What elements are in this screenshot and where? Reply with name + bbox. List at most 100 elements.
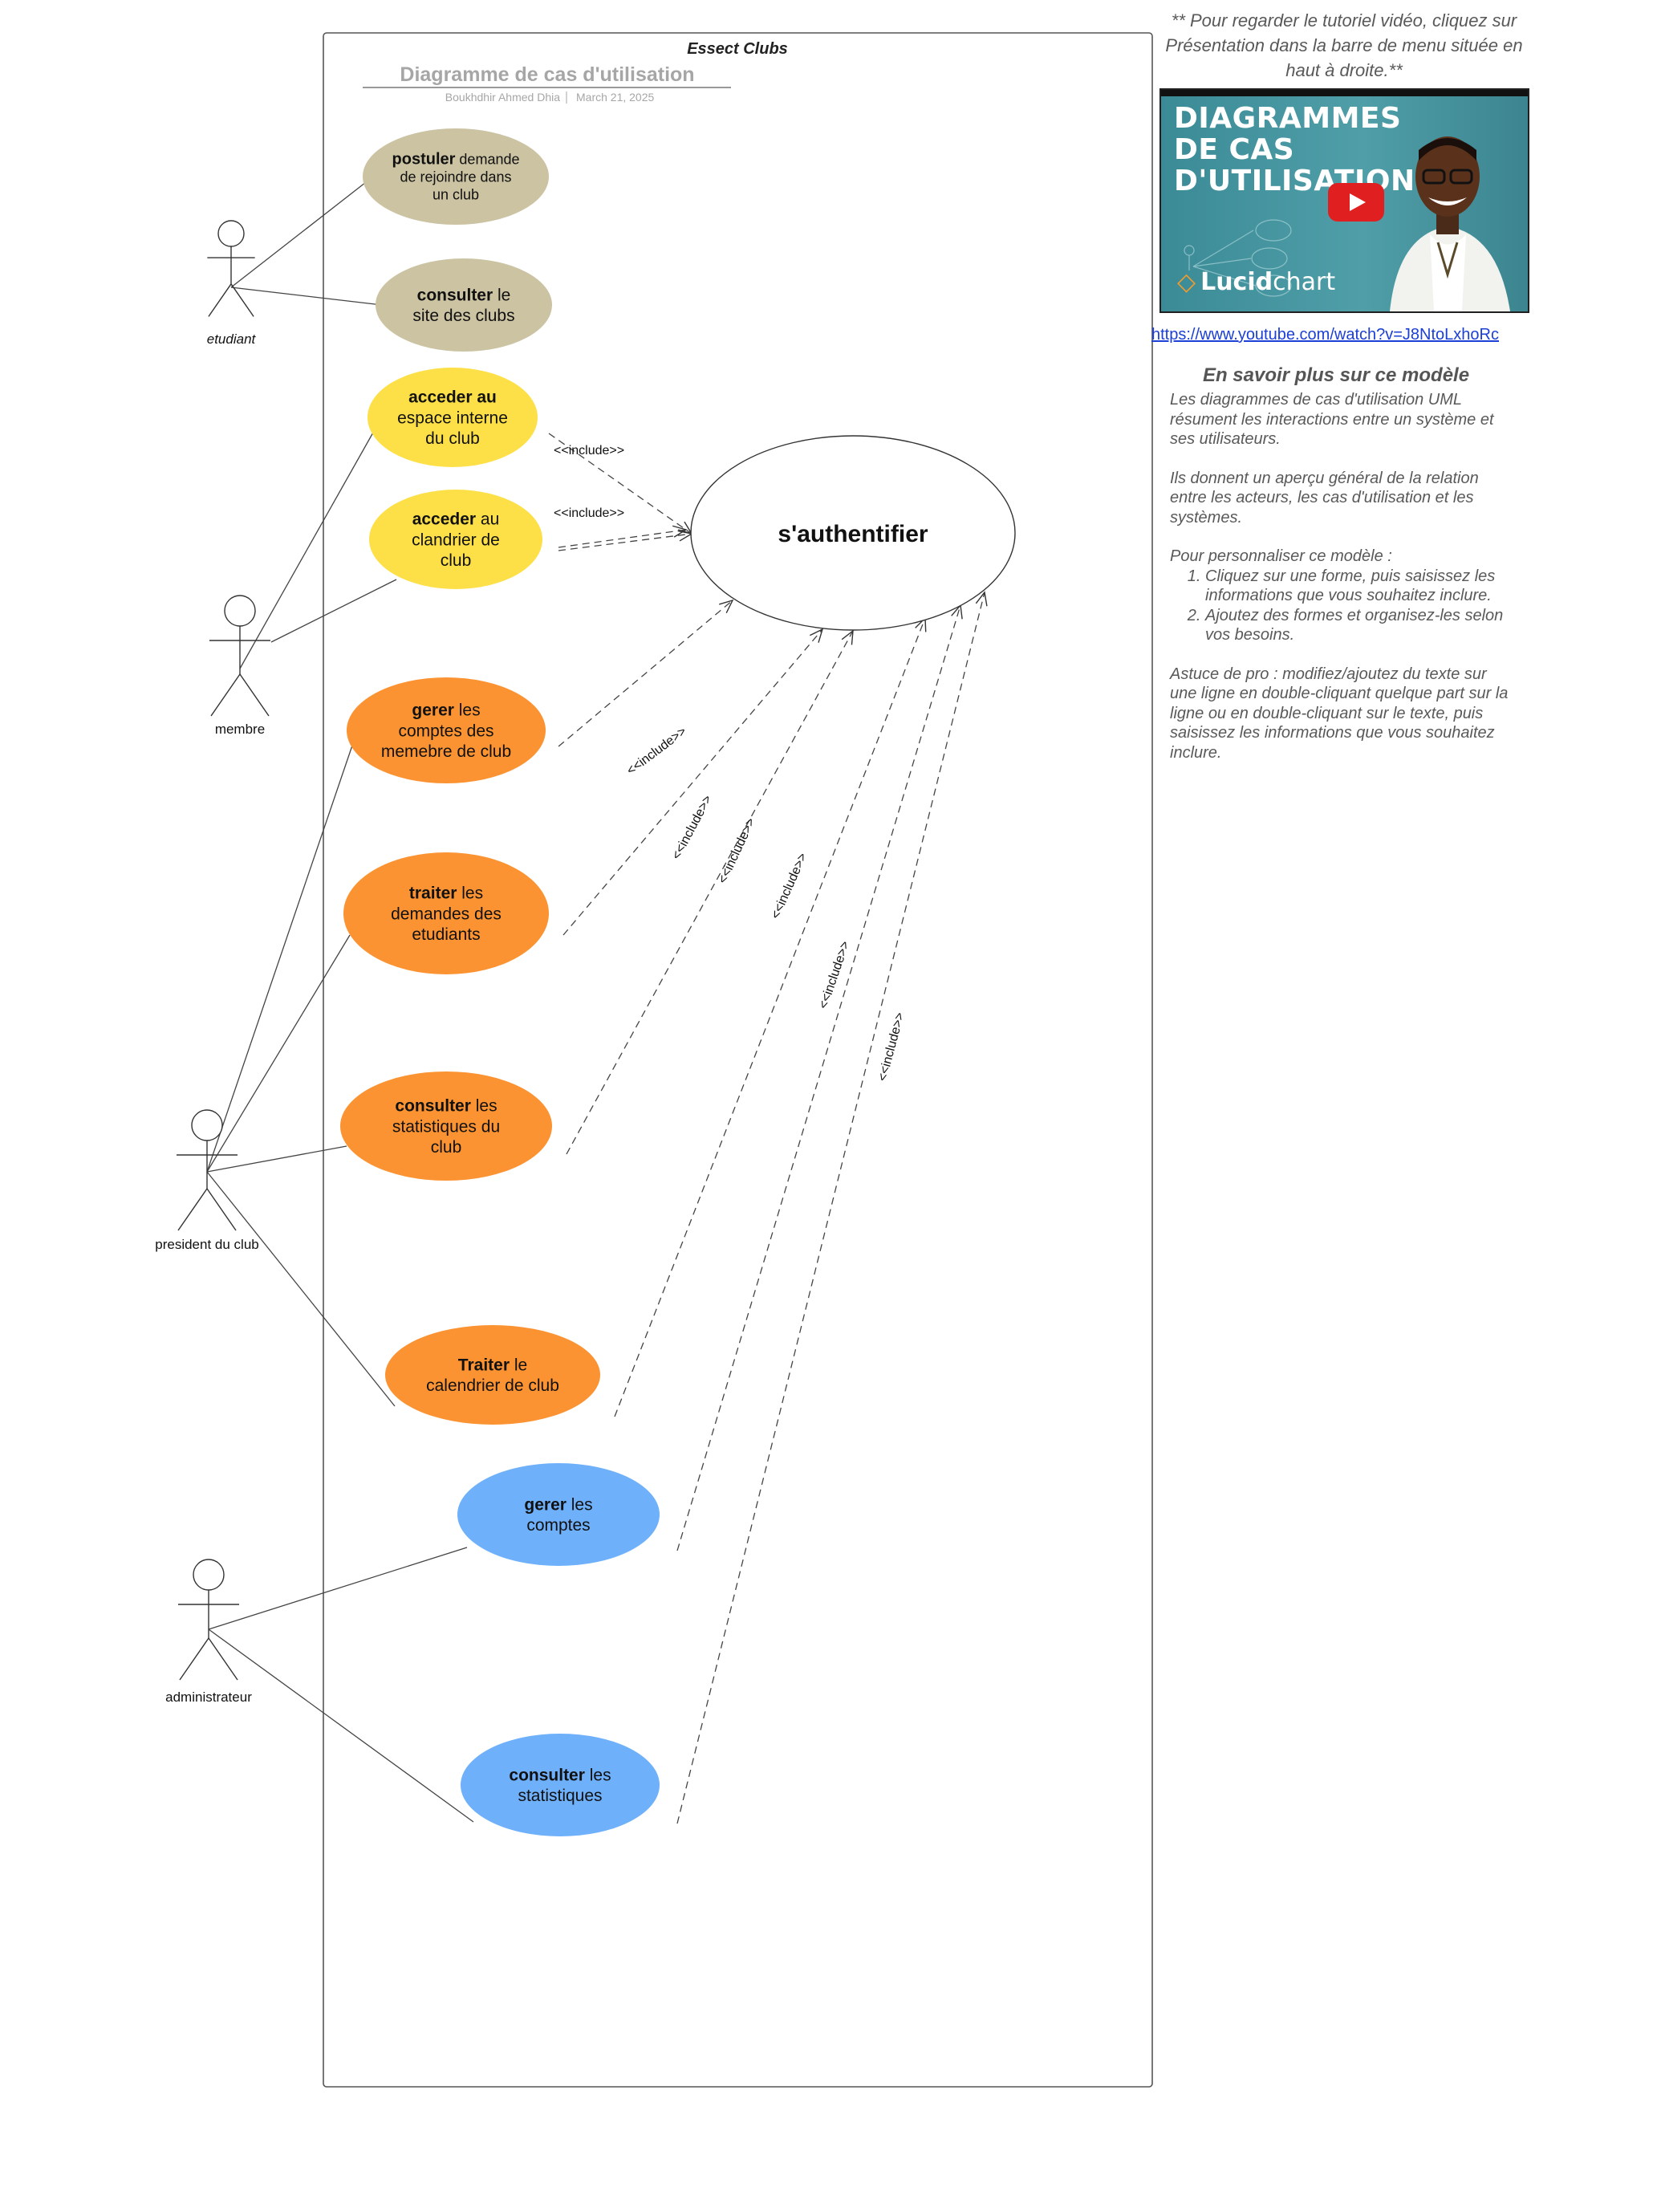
assoc-president-consulter-stats-club: [206, 1145, 347, 1173]
assoc-membre-acceder-espace: [239, 425, 378, 669]
include-label: <<include>>: [716, 816, 758, 886]
actor-stroke: [230, 283, 254, 317]
step-item: Cliquez sur une forme, puis saisissez le…: [1205, 567, 1515, 606]
actor-admin[interactable]: administrateur: [165, 1559, 252, 1705]
youtube-play-icon[interactable]: [1328, 183, 1384, 222]
usecase-label-line: demandes des: [391, 905, 502, 923]
about-paragraph: Les diagrammes de cas d'utilisation UML …: [1170, 391, 1494, 448]
usecase-shape: [461, 1734, 660, 1836]
include-label: <<include>>: [817, 939, 853, 1010]
usecase-label-line: un club: [433, 186, 479, 202]
actor-label: etudiant: [207, 331, 257, 347]
usecase-shape: [347, 677, 546, 783]
system-boundary[interactable]: [323, 32, 1153, 2088]
assoc-president-traiter-demandes: [206, 934, 351, 1173]
actors: etudiant membre president du club administr…: [155, 220, 270, 1705]
assoc-president-gerer-comptes-membre: [206, 738, 355, 1173]
usecase-label-line: acceder au: [412, 510, 500, 529]
include-label: <<include>>: [554, 506, 624, 520]
usecase-label-line: consulter les: [509, 1767, 611, 1785]
date: March 21, 2025: [576, 91, 654, 104]
actor-label: president du club: [155, 1237, 258, 1252]
include-label: <<include>>: [624, 725, 689, 779]
usecase-label-line: espace interne: [397, 409, 508, 427]
youtube-link[interactable]: https://www.youtube.com/watch?v=J8NtoLxh…: [1151, 326, 1499, 344]
actor-stroke: [208, 1637, 238, 1681]
actor-president[interactable]: president du club: [155, 1109, 259, 1252]
assoc-admin-consulter-stats: [208, 1629, 474, 1823]
usecase-shape: [457, 1463, 660, 1566]
usecase-shape: [340, 1071, 552, 1181]
include-consulter-stats: [676, 591, 988, 1824]
actor-head: [217, 220, 245, 247]
diagram-title: Diagramme de cas d'utilisation: [400, 63, 694, 86]
usecase-label-line: du club: [425, 429, 480, 448]
usecase-shape: [363, 128, 549, 225]
author: Boukhdhir Ahmed Dhia: [445, 91, 560, 104]
usecase-label-line: gerer les: [524, 1496, 592, 1515]
actor-head: [193, 1559, 225, 1591]
include-label: <<include>>: [769, 851, 810, 921]
lucidchart-mark-icon: ◇: [1177, 268, 1196, 296]
thumbnail-title-line: DIAGRAMMES: [1174, 102, 1402, 135]
actor-label: membre: [215, 722, 265, 737]
presenter-figure: [1390, 136, 1510, 311]
include-acceder-calendrier: [558, 529, 693, 551]
usecase-acceder-calendrier[interactable]: acceder au clandrier de club: [369, 490, 542, 589]
include-label: <<include>>: [670, 793, 715, 862]
assoc-admin-gerer-comptes: [208, 1547, 468, 1630]
include-traiter-demandes: [562, 628, 824, 936]
usecase-label-line: traiter les: [409, 884, 483, 903]
step-item: Ajoutez des formes et organisez-les selo…: [1205, 606, 1515, 645]
include-acceder-espace: [548, 433, 693, 535]
actor-head: [191, 1109, 223, 1141]
include-traiter-calendrier: [614, 616, 927, 1417]
usecase-label-line: Traiter le: [458, 1356, 527, 1375]
about-body: Les diagrammes de cas d'utilisation UML …: [1170, 390, 1515, 782]
usecase-shape: [369, 490, 542, 589]
usecase-label-line: site des clubs: [412, 307, 514, 325]
logo-light: chart: [1273, 268, 1336, 296]
steps-list: Cliquez sur une forme, puis saisissez le…: [1170, 567, 1515, 645]
assoc-membre-acceder-calendrier: [270, 579, 397, 643]
include-relations: [548, 433, 988, 1824]
actor-stroke: [179, 1637, 209, 1681]
usecase-label-line: postuler demande: [392, 150, 520, 168]
thumbnail-title-line: DE CAS: [1174, 133, 1295, 166]
usecase-label-line: gerer les: [412, 701, 480, 720]
usecase-label-line: memebre de club: [381, 742, 511, 761]
usecase-label-line: clandrier de: [412, 531, 500, 549]
actor-head: [224, 595, 256, 627]
include-gerer-comptes: [676, 604, 963, 1551]
usecase-gerer-comptes-membre[interactable]: gerer les comptes des memebre de club: [347, 677, 546, 783]
about-paragraph: Pour personnaliser ce modèle :: [1170, 547, 1392, 565]
thumbnail-top-bar: [1161, 90, 1528, 96]
lucidchart-logo: ◇Lucidchart: [1177, 268, 1335, 296]
usecase-label-line: statistiques du: [392, 1117, 500, 1136]
authenticate-usecase[interactable]: [690, 435, 1016, 631]
pro-tip: Astuce de pro : modifiez/ajoutez du text…: [1170, 665, 1509, 762]
include-acceder-calendrier-2: [558, 525, 688, 548]
actor-membre[interactable]: membre: [209, 595, 270, 737]
actor-label: administrateur: [165, 1689, 252, 1705]
usecase-shape: [376, 258, 552, 352]
usecase-label-line: comptes des: [398, 722, 493, 740]
authenticate-label: s'authentifier: [778, 521, 928, 547]
actor-etudiant[interactable]: etudiant: [207, 220, 257, 347]
tutorial-note: ** Pour regarder le tutoriel vidéo, cliq…: [1165, 10, 1523, 80]
include-label: <<include>>: [554, 444, 624, 457]
usecase-label-line: club: [431, 1138, 462, 1157]
usecase-label-line: club: [441, 551, 472, 570]
actor-stroke: [208, 283, 232, 317]
video-thumbnail[interactable]: DIAGRAMMES DE CAS D'UTILISATION ◇Lucidch…: [1159, 88, 1529, 313]
